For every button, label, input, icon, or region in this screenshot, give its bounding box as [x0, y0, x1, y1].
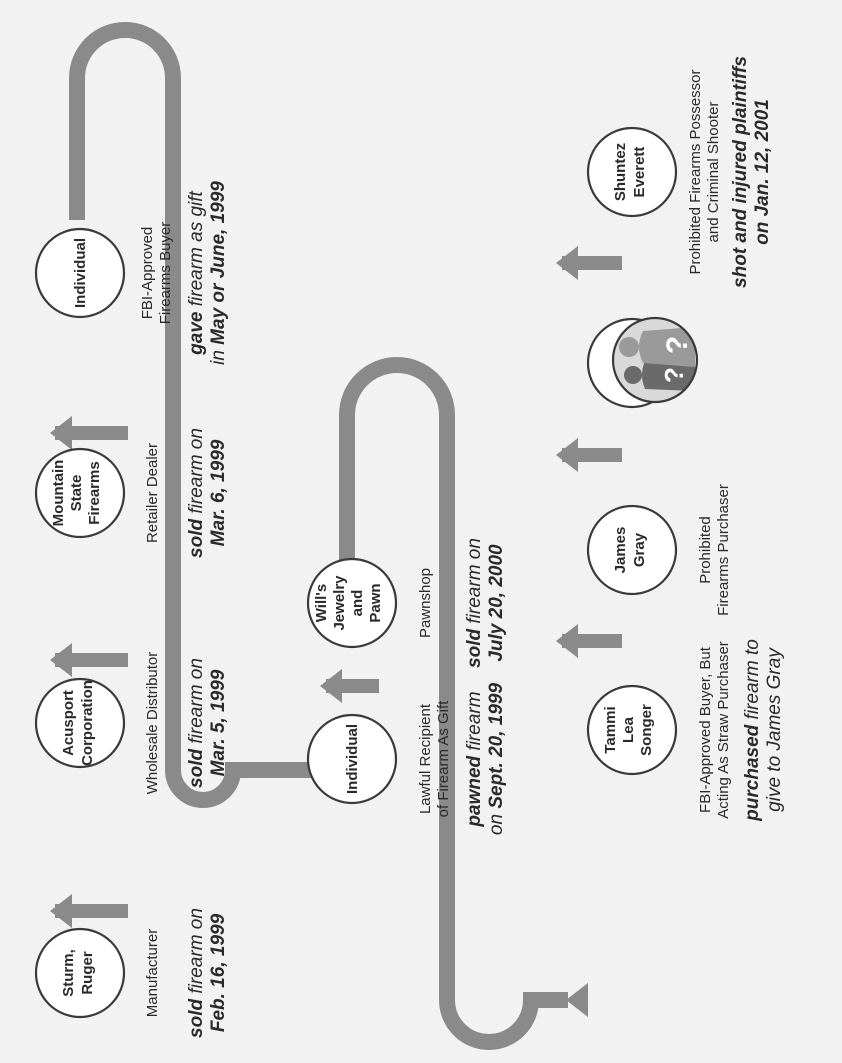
action-3-verb: sold: [186, 518, 207, 557]
node-individual-1: Individual: [34, 227, 126, 319]
action-1-line1: sold firearm on: [186, 908, 207, 1038]
action-5-line1: pawned firearm: [464, 691, 485, 827]
arrow-9-entry: [566, 983, 588, 1017]
action-7-verb: purchased: [742, 724, 763, 821]
action-5-pre: on: [486, 809, 507, 835]
node-mountain-line3: Firearms: [86, 461, 103, 524]
action-6-line1: sold firearm on: [464, 538, 485, 668]
action-4-verb: gave: [186, 311, 207, 356]
action-6-date: July 20, 2000: [486, 544, 507, 662]
action-7-line1: purchased firearm to: [742, 639, 763, 822]
arrow-3: [50, 416, 128, 450]
action-7-rest: firearm to: [742, 639, 763, 725]
svg-text:?: ?: [659, 367, 689, 383]
flow-path-lower: [339, 357, 568, 1050]
action-4-line1: gave firearm as gift: [186, 190, 207, 355]
node-wills-line4: Pawn: [367, 583, 384, 622]
action-6-rest: firearm on: [464, 538, 485, 629]
action-3-line1: sold firearm on: [186, 428, 207, 558]
action-4-rest: firearm as gift: [186, 190, 207, 311]
node-mountain-line2: State: [68, 475, 85, 512]
action-8-line2: on Jan. 12, 2001: [752, 99, 773, 245]
action-2-line1: sold firearm on: [186, 658, 207, 788]
role-lawful-line2: of Firearm As Gift: [435, 700, 452, 818]
node-sturm-ruger-line2: Ruger: [79, 951, 96, 995]
action-4-date: May or June, 1999: [208, 181, 229, 345]
node-mountain-state: Mountain State Firearms: [34, 447, 126, 539]
role-retailer: Retailer Dealer: [144, 443, 161, 543]
arrow-4: [320, 669, 379, 703]
node-mountain-line1: Mountain: [50, 460, 67, 527]
arrow-7: [556, 246, 622, 280]
node-james-line2: Gray: [631, 532, 648, 567]
action-1-rest: firearm on: [186, 908, 207, 999]
role-manufacturer: Manufacturer: [144, 929, 161, 1017]
role-wholesale: Wholesale Distributor: [144, 652, 161, 795]
flow-path: [69, 22, 322, 808]
arrow-5: [556, 624, 622, 658]
action-3-rest: firearm on: [186, 428, 207, 519]
action-2-verb: sold: [186, 748, 207, 787]
role-straw-line2: Acting As Straw Purchaser: [715, 641, 732, 819]
node-james-gray: James Gray: [586, 504, 678, 596]
unknown-figures-ring: [611, 316, 699, 404]
action-5-line2: on Sept. 20, 1999: [486, 683, 507, 836]
node-tammi-line1: Tammi: [602, 706, 619, 753]
action-7-line2: give to James Gray: [764, 647, 785, 812]
role-prohibited-line1: Prohibited: [697, 516, 714, 584]
node-sturm-ruger-line1: Sturm,: [60, 949, 77, 997]
node-wills: Will's Jewelry and Pawn: [306, 557, 398, 649]
role-lawful-line1: Lawful Recipient: [417, 703, 434, 814]
role-fbi-approved-line2: Firearms Buyer: [157, 222, 174, 325]
node-individual-2: Individual: [306, 713, 398, 805]
node-acusport-line2: Corporation: [79, 680, 96, 766]
node-shuntez-line2: Everett: [631, 147, 648, 198]
node-shuntez-line1: Shuntez: [612, 143, 629, 201]
role-prohibited-line2: Firearms Purchaser: [715, 484, 732, 616]
node-sturm-ruger: Sturm, Ruger: [34, 927, 126, 1019]
action-2-date: Mar. 5, 1999: [208, 669, 229, 776]
node-individual-1-label: Individual: [72, 238, 89, 308]
silhouettes-question-marks-icon: ? ?: [613, 318, 697, 402]
action-1-verb: sold: [186, 998, 207, 1037]
action-4-line2: in May or June, 1999: [208, 181, 229, 365]
action-3-date: Mar. 6, 1999: [208, 439, 229, 546]
action-2-rest: firearm on: [186, 658, 207, 749]
action-5-date: Sept. 20, 1999: [486, 683, 507, 809]
role-shooter-line1: Prohibited Firearms Possessor: [687, 69, 704, 274]
action-8-line1: shot and injured plaintiffs: [730, 56, 751, 288]
arrow-6: [556, 438, 622, 472]
node-shuntez: Shuntez Everett: [586, 126, 678, 218]
arrow-2: [50, 643, 128, 677]
action-1-date: Feb. 16, 1999: [208, 913, 229, 1032]
node-james-line1: James: [612, 527, 629, 574]
action-5-verb: pawned: [464, 755, 485, 827]
node-wills-line3: and: [349, 590, 366, 617]
action-4-pre: in: [208, 345, 229, 365]
node-individual-2-label: Individual: [344, 724, 361, 794]
action-5-rest: firearm: [464, 691, 485, 755]
node-wills-line2: Jewelry: [331, 575, 348, 631]
role-straw-line1: FBI-Approved Buyer, But: [697, 646, 714, 813]
role-pawnshop: Pawnshop: [417, 568, 434, 638]
node-tammi: Tammi Lea Songer: [586, 684, 678, 776]
role-fbi-approved-line1: FBI-Approved: [139, 227, 156, 320]
node-tammi-line2: Lea: [620, 716, 637, 743]
node-acusport-line1: Acusport: [60, 690, 77, 756]
node-acusport: Acusport Corporation: [34, 677, 126, 769]
svg-text:?: ?: [661, 336, 694, 354]
role-shooter-line2: and Criminal Shooter: [705, 102, 722, 243]
node-tammi-line3: Songer: [638, 704, 655, 756]
action-6-verb: sold: [464, 628, 485, 667]
arrow-1: [50, 894, 128, 928]
node-wills-line1: Will's: [313, 584, 330, 622]
